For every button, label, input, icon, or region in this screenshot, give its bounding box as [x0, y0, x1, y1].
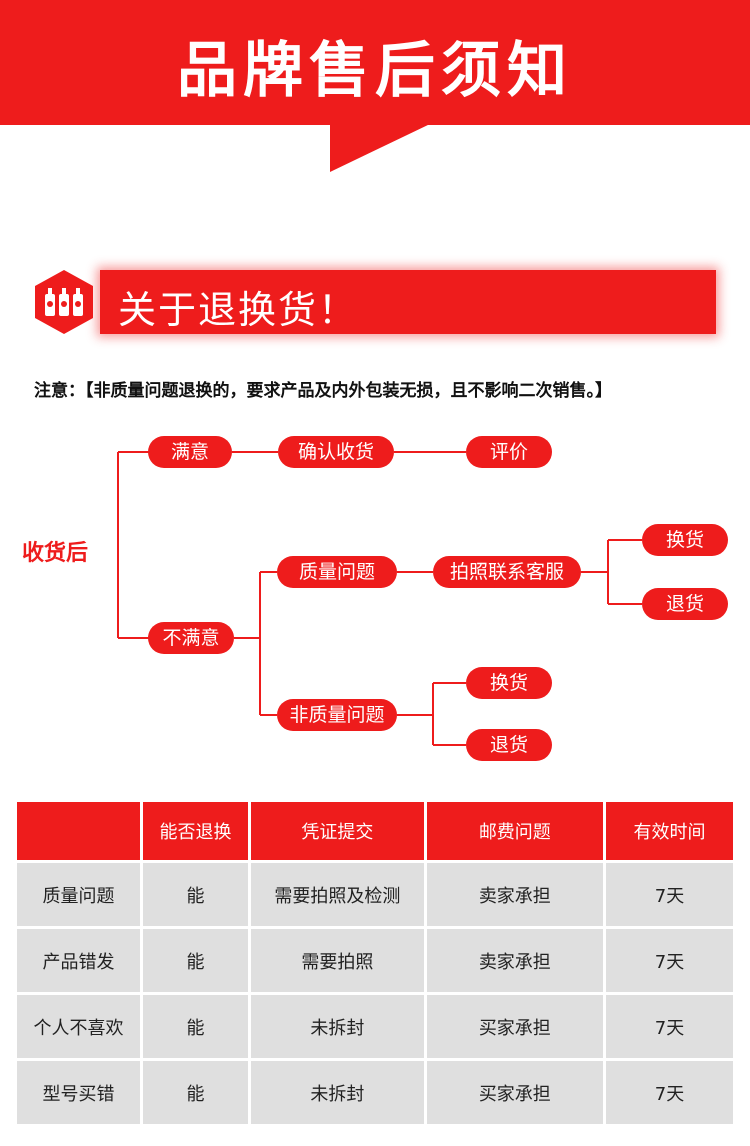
table-cell: 需要拍照及检测	[251, 863, 424, 926]
flow-node-quality-return: 退货	[642, 588, 728, 620]
table-cell: 买家承担	[426, 995, 604, 1058]
table-cell: 个人不喜欢	[17, 995, 140, 1058]
flow-node-review: 评价	[466, 436, 552, 468]
table-header-row: 能否退换 凭证提交 邮费问题 有效时间	[17, 802, 733, 860]
table-cell: 能	[142, 995, 249, 1058]
flow-root-label: 收货后	[22, 541, 89, 566]
flow-node-nonquality-return: 退货	[466, 729, 552, 761]
flow-node-quality-issue: 质量问题	[277, 556, 397, 588]
return-policy-table: 能否退换 凭证提交 邮费问题 有效时间 质量问题 能 需要拍照及检测 卖家承担 …	[14, 799, 736, 1127]
table-cell: 能	[142, 929, 249, 992]
notice-label: 注意：	[34, 381, 85, 401]
table-row: 产品错发 能 需要拍照 卖家承担 7天	[17, 929, 733, 992]
table-cell: 卖家承担	[426, 929, 604, 992]
flow-node-contact-service: 拍照联系客服	[433, 556, 581, 588]
table-cell: 7天	[606, 863, 733, 926]
flow-node-non-quality-issue: 非质量问题	[277, 699, 397, 731]
table-cell: 产品错发	[17, 929, 140, 992]
table-cell: 7天	[606, 929, 733, 992]
table-cell: 质量问题	[17, 863, 140, 926]
section-title: 关于退换货！	[118, 288, 359, 332]
flowchart-connectors	[117, 451, 642, 746]
table-header-cell: 有效时间	[606, 802, 733, 860]
flow-node-satisfied: 满意	[148, 436, 232, 468]
table-header-cell: 邮费问题	[426, 802, 604, 860]
table-cell: 卖家承担	[426, 863, 604, 926]
header-banner: 品牌售后须知	[0, 0, 750, 125]
table-cell: 需要拍照	[251, 929, 424, 992]
table-header-cell: 能否退换	[142, 802, 249, 860]
banner-title: 品牌售后须知	[177, 36, 573, 106]
table-cell: 能	[142, 863, 249, 926]
table-cell: 能	[142, 1061, 249, 1124]
flow-node-confirm-receipt: 确认收货	[278, 436, 394, 468]
notice-body: 【非质量问题退换的，要求产品及内外包装无损，且不影响二次销售。】	[85, 381, 612, 401]
table-cell: 7天	[606, 1061, 733, 1124]
table-cell: 买家承担	[426, 1061, 604, 1124]
flow-node-quality-exchange: 换货	[642, 524, 728, 556]
table-header-cell	[17, 802, 140, 860]
table-cell: 7天	[606, 995, 733, 1058]
bottles-hexagon-icon	[35, 270, 93, 334]
table-row: 质量问题 能 需要拍照及检测 卖家承担 7天	[17, 863, 733, 926]
flow-node-nonquality-exchange: 换货	[466, 667, 552, 699]
section-heading-bar	[100, 270, 716, 334]
table-header-cell: 凭证提交	[251, 802, 424, 860]
table-cell: 型号买错	[17, 1061, 140, 1124]
table-cell: 未拆封	[251, 995, 424, 1058]
table-cell: 未拆封	[251, 1061, 424, 1124]
table-row: 个人不喜欢 能 未拆封 买家承担 7天	[17, 995, 733, 1058]
flow-node-unsatisfied: 不满意	[148, 622, 234, 654]
notice-text: 注意：【非质量问题退换的，要求产品及内外包装无损，且不影响二次销售。】	[34, 376, 612, 401]
table-row: 型号买错 能 未拆封 买家承担 7天	[17, 1061, 733, 1124]
